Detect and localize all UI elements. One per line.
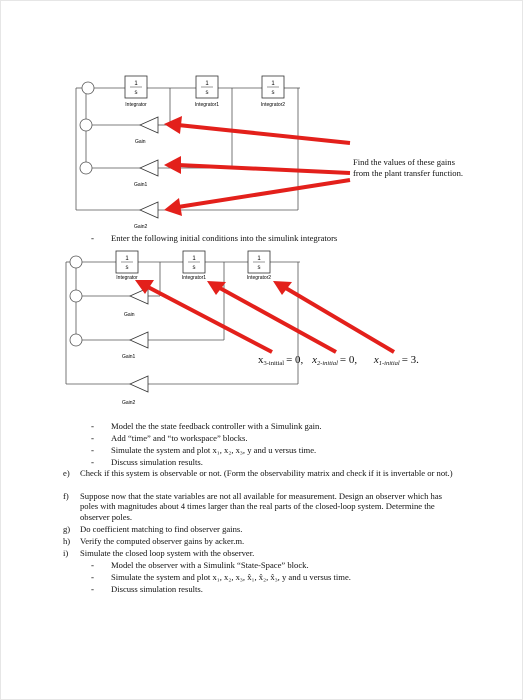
bullet-dash: - [91, 584, 94, 594]
step-initial-conditions: Enter the following initial conditions i… [111, 233, 338, 243]
svg-text:1: 1 [271, 81, 275, 87]
bullet-dash: - [91, 233, 94, 243]
integrator-block: 1 s Integrator [124, 75, 148, 108]
svg-text:s: s [193, 265, 196, 271]
list-item: Discuss simulation results. [111, 457, 203, 467]
integrator2-block: 1 s Integrator2 [247, 250, 271, 281]
item-text: Suppose now that the state variables are… [80, 491, 443, 522]
svg-text:Integrator2: Integrator2 [261, 102, 285, 108]
list-item: Model the observer with a Simulink “Stat… [111, 560, 309, 570]
bullet-dash: - [91, 445, 94, 455]
svg-text:1: 1 [192, 256, 196, 262]
item-label: e) [63, 468, 70, 478]
red-arrow [164, 116, 351, 216]
list-item: Simulate the system and plot x₁, x₂, x₃,… [111, 445, 317, 455]
bullet-dash: - [91, 560, 94, 570]
svg-text:Integrator: Integrator [116, 275, 138, 281]
item-label: h) [63, 536, 71, 546]
svg-text:1: 1 [125, 256, 129, 262]
gain2-block: Gain2 [122, 375, 149, 406]
integrator1-block: 1 s Integrator1 [195, 75, 219, 108]
svg-text:s: s [206, 90, 209, 96]
list-item: Add “time” and “to workspace” blocks. [111, 433, 248, 443]
gain1-block: Gain1 [134, 159, 159, 188]
svg-text:Gain: Gain [135, 139, 146, 145]
item-text: Simulate the closed loop system with the… [80, 548, 255, 558]
svg-text:s: s [126, 265, 129, 271]
svg-text:s: s [258, 265, 261, 271]
gain1-block: Gain1 [122, 331, 149, 360]
integrator1-block: 1 s Integrator1 [182, 250, 206, 281]
item-text: Verify the computed observer gains by ac… [80, 536, 245, 546]
svg-text:Gain2: Gain2 [134, 224, 148, 230]
simulink-diagram-2: 1 s Integrator 1 s Integrator1 1 s Integ… [65, 250, 396, 406]
item-text: Check if this system is observable or no… [80, 468, 453, 478]
callout-text: Find the values of these gains from the … [353, 157, 464, 178]
list-item: Model the the state feedback controller … [111, 421, 322, 431]
svg-text:Integrator2: Integrator2 [247, 275, 271, 281]
bullet-dash: - [91, 433, 94, 443]
bullet-dash: - [91, 457, 94, 467]
red-arrow [135, 280, 396, 354]
item-label: g) [63, 524, 71, 534]
svg-text:s: s [135, 90, 138, 96]
gain-block: Gain [135, 116, 159, 145]
list-item: Discuss simulation results. [111, 584, 203, 594]
item-label: i) [63, 548, 69, 558]
gain-block: Gain [124, 287, 149, 318]
svg-text:Gain1: Gain1 [122, 354, 136, 360]
svg-text:Integrator1: Integrator1 [182, 275, 206, 281]
item-text: Do coefficient matching to find observer… [80, 524, 243, 534]
svg-text:Gain2: Gain2 [122, 400, 136, 406]
svg-text:Integrator: Integrator [125, 102, 147, 108]
integrator-block: 1 s Integrator [115, 250, 139, 281]
svg-text:1: 1 [257, 256, 261, 262]
svg-text:Integrator1: Integrator1 [195, 102, 219, 108]
list-item: Simulate the system and plot x₁, x₂, x₃,… [111, 572, 351, 582]
svg-text:s: s [272, 90, 275, 96]
svg-text:1: 1 [205, 81, 209, 87]
initial-conditions: x3-initial= 0, x2-initial= 0, x1-initial… [258, 354, 419, 367]
integrator2-block: 1 s Integrator2 [261, 75, 285, 108]
bullet-dash: - [91, 421, 94, 431]
svg-text:Gain: Gain [124, 312, 135, 318]
svg-text:Gain1: Gain1 [134, 182, 148, 188]
gain2-block: Gain2 [134, 201, 159, 230]
svg-text:1: 1 [134, 81, 138, 87]
bullet-dash: - [91, 572, 94, 582]
simulink-diagram-1: 1 s Integrator 1 s Integrator1 1 s Integ… [75, 75, 351, 230]
item-label: f) [63, 491, 69, 501]
